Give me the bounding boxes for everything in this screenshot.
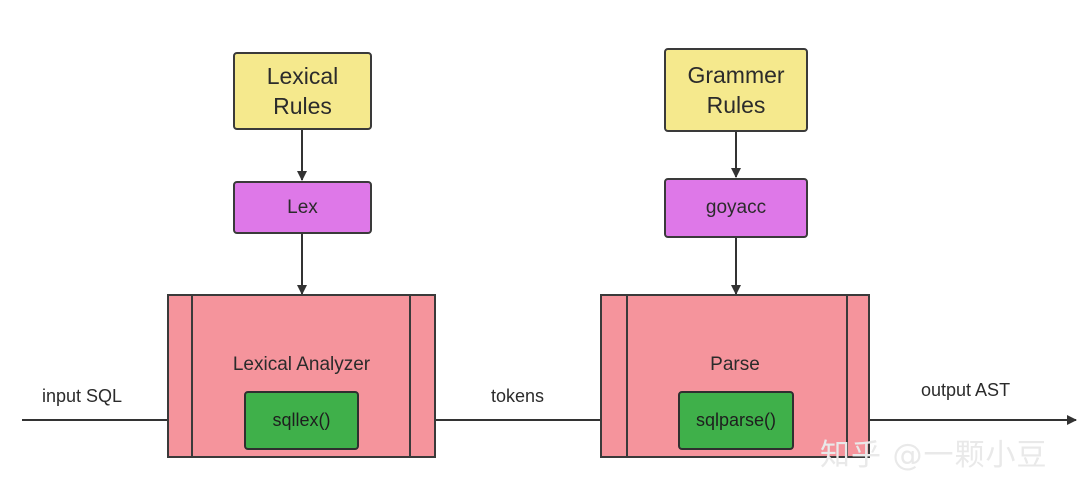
input-sql-label: input SQL (42, 386, 123, 406)
lexical-analyzer-title: Lexical Analyzer (232, 354, 371, 375)
sqlparse-box: sqlparse() (678, 391, 794, 450)
sqllex-box: sqllex() (244, 391, 359, 450)
watermark-text: 知乎 @一颗小豆 (820, 438, 1048, 473)
right-border-line (409, 296, 411, 456)
left-border-line (191, 296, 193, 456)
parse-title: Parse (710, 354, 760, 375)
lex-box: Lex (233, 181, 372, 234)
grammer-rules-box: Grammer Rules (664, 48, 808, 132)
tokens-label: tokens (491, 386, 545, 406)
right-border-line (846, 296, 848, 456)
lexical-rules-box: Lexical Rules (233, 52, 372, 130)
goyacc-box: goyacc (664, 178, 808, 238)
output-ast-label: output AST (921, 380, 1011, 400)
left-border-line (626, 296, 628, 456)
